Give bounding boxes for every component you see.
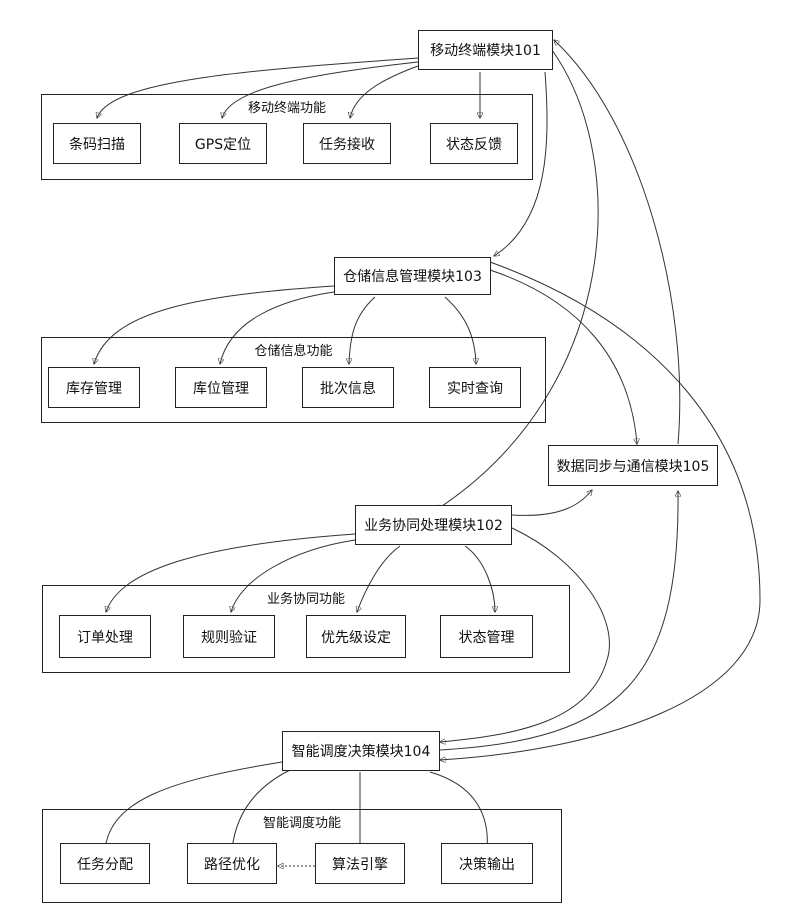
module-102-label: 业务协同处理模块102 <box>364 518 503 534</box>
edge-102-105 <box>511 490 592 516</box>
edge-105-101 <box>554 40 681 445</box>
func-decision-output[interactable]: 决策输出 <box>441 843 533 884</box>
func-priority[interactable]: 优先级设定 <box>306 615 406 658</box>
func-label: 状态管理 <box>458 629 515 646</box>
func-label: 库位管理 <box>193 380 249 397</box>
func-label: 批次信息 <box>320 380 376 397</box>
group-mobile-title: 移动终端功能 <box>247 101 326 116</box>
module-104-label: 智能调度决策模块104 <box>291 744 431 760</box>
group-warehouse-functions: 仓储信息功能 <box>41 337 546 423</box>
group-business-title: 业务协同功能 <box>266 592 345 607</box>
func-location[interactable]: 库位管理 <box>175 367 267 408</box>
func-label: 任务接收 <box>319 136 375 153</box>
func-order[interactable]: 订单处理 <box>59 615 151 658</box>
func-barcode-scan[interactable]: 条码扫描 <box>53 123 141 164</box>
func-label: 路径优化 <box>204 856 260 873</box>
func-task-receive[interactable]: 任务接收 <box>303 123 391 164</box>
func-label: 任务分配 <box>77 856 133 873</box>
module-102-business[interactable]: 业务协同处理模块102 <box>355 505 512 545</box>
func-label: 订单处理 <box>77 629 133 646</box>
func-rule-validate[interactable]: 规则验证 <box>183 615 275 658</box>
group-dispatch-functions: 智能调度功能 <box>42 809 562 903</box>
func-label: 优先级设定 <box>321 629 391 646</box>
func-label: 决策输出 <box>459 856 515 873</box>
module-103-label: 仓储信息管理模块103 <box>343 269 482 285</box>
group-dispatch-title: 智能调度功能 <box>262 816 341 831</box>
func-state-manage[interactable]: 状态管理 <box>440 615 533 658</box>
func-batch[interactable]: 批次信息 <box>302 367 394 408</box>
func-label: 实时查询 <box>447 380 503 397</box>
func-status-feedback[interactable]: 状态反馈 <box>430 123 518 164</box>
func-inventory[interactable]: 库存管理 <box>48 367 140 408</box>
func-label: 状态反馈 <box>446 136 502 153</box>
func-task-assign[interactable]: 任务分配 <box>60 843 150 884</box>
module-104-dispatch[interactable]: 智能调度决策模块104 <box>282 731 440 771</box>
module-103-warehouse-info[interactable]: 仓储信息管理模块103 <box>334 257 491 295</box>
group-mobile-functions: 移动终端功能 <box>41 94 533 180</box>
group-warehouse-title: 仓储信息功能 <box>254 344 333 359</box>
func-label: 规则验证 <box>201 629 257 646</box>
func-label: 库存管理 <box>66 380 122 397</box>
func-label: 算法引擎 <box>332 856 388 873</box>
func-algorithm-engine[interactable]: 算法引擎 <box>315 843 405 884</box>
module-101-label: 移动终端模块101 <box>430 43 541 59</box>
module-101-mobile-terminal[interactable]: 移动终端模块101 <box>418 30 553 70</box>
func-label: 条码扫描 <box>69 136 125 153</box>
module-105-label: 数据同步与通信模块105 <box>556 458 710 475</box>
func-realtime-query[interactable]: 实时查询 <box>429 367 521 408</box>
func-gps[interactable]: GPS定位 <box>179 123 267 164</box>
func-label: GPS定位 <box>194 136 252 153</box>
group-business-functions: 业务协同功能 <box>42 585 570 673</box>
module-105-data-sync[interactable]: 数据同步与通信模块105 <box>548 445 718 486</box>
func-route-optimize[interactable]: 路径优化 <box>187 843 277 884</box>
